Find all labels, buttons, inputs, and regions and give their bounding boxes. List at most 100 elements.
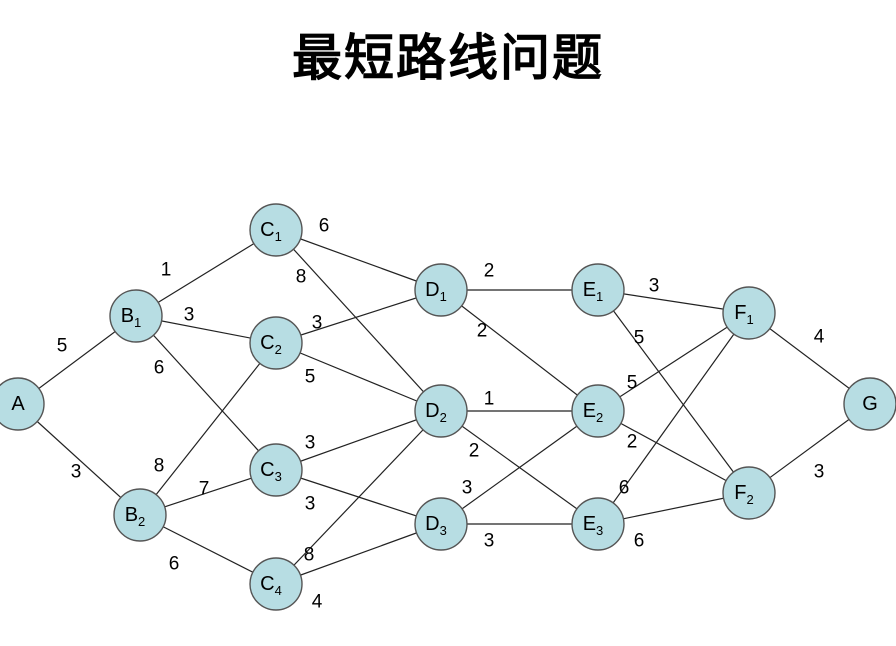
node-subscript: 1 [746,312,753,327]
edge-weight-e2-f1: 5 [627,373,638,394]
edge-d1-e2 [440,289,599,412]
node-subscript: 2 [746,492,753,507]
node-circle-c3 [249,443,303,497]
node-label-g: G [862,393,878,415]
node-letter: C [260,332,274,354]
node-letter: D [425,513,439,535]
node-subscript: 1 [275,229,282,244]
edges-layer [17,229,871,585]
node-label-e3: E3 [583,513,604,538]
edge-weight-b2-c4: 6 [169,554,180,575]
node-label-d1: D1 [425,279,447,304]
edge-c1-d2 [275,229,442,412]
node-label-c2: C2 [260,332,282,357]
node-letter: A [11,393,25,415]
node-letter: C [260,573,274,595]
node-a: A [0,377,45,431]
edge-b1-c1 [135,229,277,317]
node-label-f1: F1 [734,302,753,327]
node-label-c4: C4 [260,573,282,598]
node-letter: G [862,393,878,415]
node-subscript: 3 [596,523,603,538]
node-subscript: 1 [596,289,603,304]
node-subscript: 2 [596,410,603,425]
edge-c2-d1 [275,289,442,344]
edge-weight-c4-d3: 4 [312,592,323,613]
node-f1: F1 [722,286,776,340]
edge-weight-e3-f1: 6 [619,478,630,499]
node-circle-d3 [414,497,468,551]
node-circle-e2 [571,384,625,438]
node-label-a: A [11,393,25,415]
node-circle-c2 [249,316,303,370]
edge-weight-c4-d2: 8 [304,545,315,566]
edge-weight-e1-f2: 5 [634,328,645,349]
node-circle-c1 [249,203,303,257]
node-circle-g [843,377,896,431]
node-c2: C2 [249,316,303,370]
node-g: G [843,377,896,431]
edge-c1-d1 [275,229,442,291]
edge-c2-d2 [275,342,442,412]
node-circle-d2 [414,384,468,438]
edge-weight-b1-c3: 6 [154,358,165,379]
edge-weight-b2-c3: 7 [199,479,210,500]
node-label-e2: E2 [583,400,604,425]
node-label-e1: E1 [583,279,604,304]
node-label-b2: B2 [125,504,146,529]
node-letter: B [125,504,138,526]
node-e1: E1 [571,263,625,317]
edge-weight-b1-c2: 3 [184,305,195,326]
node-letter: E [583,513,596,535]
node-circle-b2 [113,488,167,542]
edge-weight-b2-c2: 8 [154,456,165,477]
edge-weight-c1-d1: 6 [319,216,330,237]
node-e3: E3 [571,497,625,551]
edge-e2-f1 [597,312,750,412]
node-c4: C4 [249,557,303,611]
edge-e1-f2 [597,289,750,494]
node-label-d3: D3 [425,513,447,538]
edge-c4-d3 [275,523,442,585]
edge-weight-f1-g: 4 [814,327,825,348]
node-d3: D3 [414,497,468,551]
node-label-c1: C1 [260,219,282,244]
edge-weight-c2-d1: 3 [312,313,323,334]
node-e2: E2 [571,384,625,438]
edge-d3-e2 [440,410,599,525]
node-letter: F [734,302,746,324]
edge-weight-a-b2: 3 [71,462,82,483]
edge-weight-d2-e2: 1 [484,389,495,410]
edge-weight-c2-d2: 5 [305,367,316,388]
node-c3: C3 [249,443,303,497]
edge-a-b2 [17,403,141,516]
node-b1: B1 [109,289,163,343]
node-d2: D2 [414,384,468,438]
node-circle-e3 [571,497,625,551]
node-subscript: 1 [440,289,447,304]
edge-weight-d3-e3: 3 [484,531,495,552]
node-subscript: 2 [440,410,447,425]
node-circle-a [0,377,45,431]
node-c1: C1 [249,203,303,257]
edge-weight-e3-f2: 6 [634,531,645,552]
node-d1: D1 [414,263,468,317]
edge-e3-f1 [597,312,750,525]
node-label-f2: F2 [734,482,753,507]
node-label-c3: C3 [260,459,282,484]
node-letter: B [121,305,134,327]
node-subscript: 4 [275,583,282,598]
node-letter: D [425,279,439,301]
edge-weight-b1-c1: 1 [161,260,172,281]
node-circle-d1 [414,263,468,317]
edge-weight-e1-f1: 3 [649,276,660,297]
node-label-d2: D2 [425,400,447,425]
node-circle-f1 [722,286,776,340]
edge-weight-a-b1: 5 [57,336,68,357]
edge-weight-c3-d3: 3 [305,494,316,515]
node-letter: F [734,482,746,504]
edge-weight-d3-e2: 3 [462,478,473,499]
edge-e2-f2 [597,410,750,494]
